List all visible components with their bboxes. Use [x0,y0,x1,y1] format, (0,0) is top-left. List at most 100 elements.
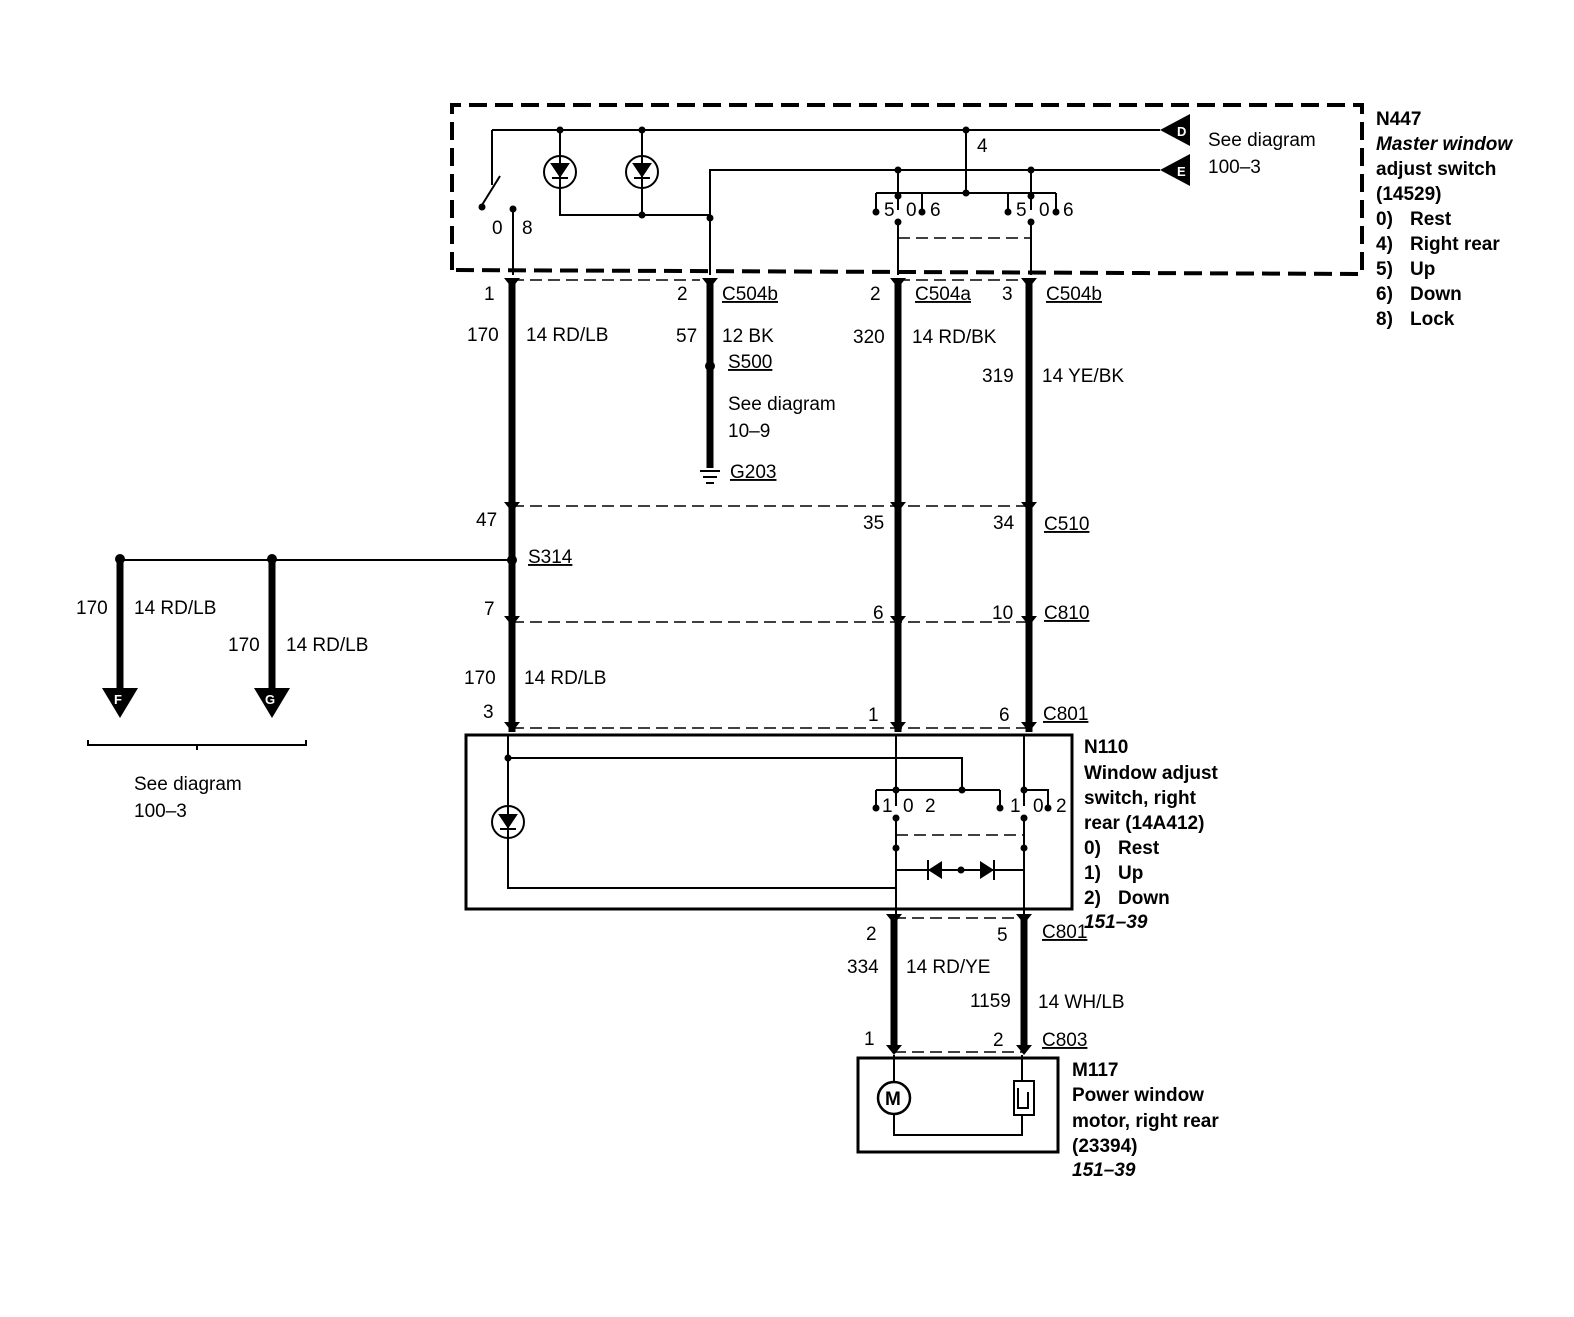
c510-pin-34: 34 [993,513,1015,534]
wire-1159-spec: 14 WH/LB [1038,992,1125,1013]
c803-pin-2: 2 [993,1030,1004,1051]
wire-334-circuit: 334 [847,957,879,978]
c801-pin-6: 6 [999,705,1010,726]
master-pos-4-name: Right rear [1410,234,1500,255]
motor-id: M117 [1072,1060,1118,1081]
motor-boundary [856,1056,1060,1154]
rear-switch-junctions [504,754,1052,874]
rear-switch-circuit [507,735,1049,918]
c801b-pin-2: 2 [866,924,877,945]
contact-0: 0 [492,218,503,239]
wire-junctions [115,361,715,565]
wire-170-lower-circuit: 170 [464,668,496,689]
motor-name-1: Power window [1072,1085,1204,1106]
contact-b6: 6 [1063,200,1074,221]
wire-57-spec: 12 BK [722,326,774,347]
circuit-breaker-icon [1013,1080,1035,1116]
master-switch-boundary [450,103,1364,277]
ref-de-text-2: 100–3 [1208,157,1261,178]
ref-d-connector [1160,114,1190,146]
wire-170-lower-spec: 14 RD/LB [524,668,606,689]
wire-170-g-circuit: 170 [228,635,260,656]
rear-switch: 1 0 2 1 0 2 N110 Window adjust switch, r… [464,733,1219,933]
rear-contact-a2: 2 [925,796,936,817]
contact-a0: 0 [906,200,917,221]
c510-pin-47: 47 [476,510,497,531]
motor-symbol [876,1080,912,1116]
rear-switch-name-3: rear (14A412) [1084,813,1204,834]
motor-name-3: (23394) [1072,1136,1138,1157]
master-pos-6: 6) [1376,284,1393,305]
contact-a5: 5 [884,200,895,221]
rear-contact-a1: 1 [882,796,893,817]
wire-57-circuit: 57 [676,326,697,347]
offpage-ref-1: See diagram [134,774,242,795]
splice-s314: S314 [528,547,573,568]
splice-s500: S500 [728,352,772,373]
master-pos-5-name: Up [1410,259,1435,280]
rear-led-glyph [498,814,518,830]
master-pos-0-name: Rest [1410,209,1452,230]
wire-319-spec: 14 YE/BK [1042,366,1124,387]
contact-b5: 5 [1016,200,1027,221]
motor-circuit [893,1055,1023,1136]
ground-g203: G203 [730,462,776,483]
connector-dash-lines [512,279,1029,1053]
rear-diodes [928,861,994,879]
master-switch-id: N447 [1376,109,1421,130]
motor-page-ref: 151–39 [1072,1160,1136,1181]
wire-170-spec: 14 RD/LB [526,325,608,346]
rear-contact-a0: 0 [903,796,914,817]
window-motor: M M117 Power window motor, right rear (2… [856,1055,1219,1181]
rear-indicator-lamp [491,805,525,839]
rear-pos-2-name: Down [1118,888,1170,909]
rear-contact-b0: 0 [1033,796,1044,817]
rear-switch-name-1: Window adjust [1084,763,1219,784]
c803-pin-1: 1 [864,1029,875,1050]
motor-letter: M [885,1089,901,1110]
wire-170-circuit: 170 [467,325,499,346]
rear-pos-2: 2) [1084,888,1101,909]
led-glyphs [550,163,652,179]
ref-e-letter: E [1177,164,1186,179]
c810-pin-6: 6 [873,603,884,624]
c803-name: C803 [1042,1030,1087,1051]
master-pos-8-name: Lock [1410,309,1455,330]
contact-8: 8 [522,218,533,239]
ref-de-text-1: See diagram [1208,130,1316,151]
motor-name-2: motor, right rear [1072,1111,1219,1132]
labels: 1 2 C504b 2 C504a 3 C504b 170 14 RD/LB 5… [76,284,1125,1051]
c810-pin-7: 7 [484,599,495,620]
c504b-pin-3: 3 [1002,284,1013,305]
wire-319-circuit: 319 [982,366,1014,387]
rear-pos-1: 1) [1084,863,1101,884]
ground-ref-2: 10–9 [728,421,770,442]
ground-symbol [700,470,720,484]
offpage-g-letter: G [265,692,275,707]
c510-pin-35: 35 [863,513,884,534]
master-pos-4: 4) [1376,234,1393,255]
offpage-f-arrow [102,688,138,718]
wire-320-circuit: 320 [853,327,885,348]
contact-b0: 0 [1039,200,1050,221]
rear-switch-page-ref: 151–39 [1084,912,1148,933]
wire-170-g-spec: 14 RD/LB [286,635,368,656]
c504b-pin-1: 1 [484,284,495,305]
master-switch: D E See diagram 100–3 0 8 4 5 0 6 5 0 6 … [450,103,1513,330]
ref-d-letter: D [1177,124,1186,139]
rear-pos-0-name: Rest [1118,838,1160,859]
c801-pin-1: 1 [868,705,879,726]
wire-170-f-spec: 14 RD/LB [134,598,216,619]
rear-diode-bars [927,860,995,880]
c510-name: C510 [1044,514,1089,535]
offpage-g-arrow [254,688,290,718]
offpage-bracket [87,740,307,750]
c504a-name: C504a [915,284,971,305]
c801-pin-3: 3 [483,702,494,723]
master-switch-junctions [478,126,1060,226]
c504b-name-2: C504b [1046,284,1102,305]
wire-170-f-circuit: 170 [76,598,108,619]
offpage-f-letter: F [114,692,122,707]
master-switch-name-3: (14529) [1376,184,1442,205]
